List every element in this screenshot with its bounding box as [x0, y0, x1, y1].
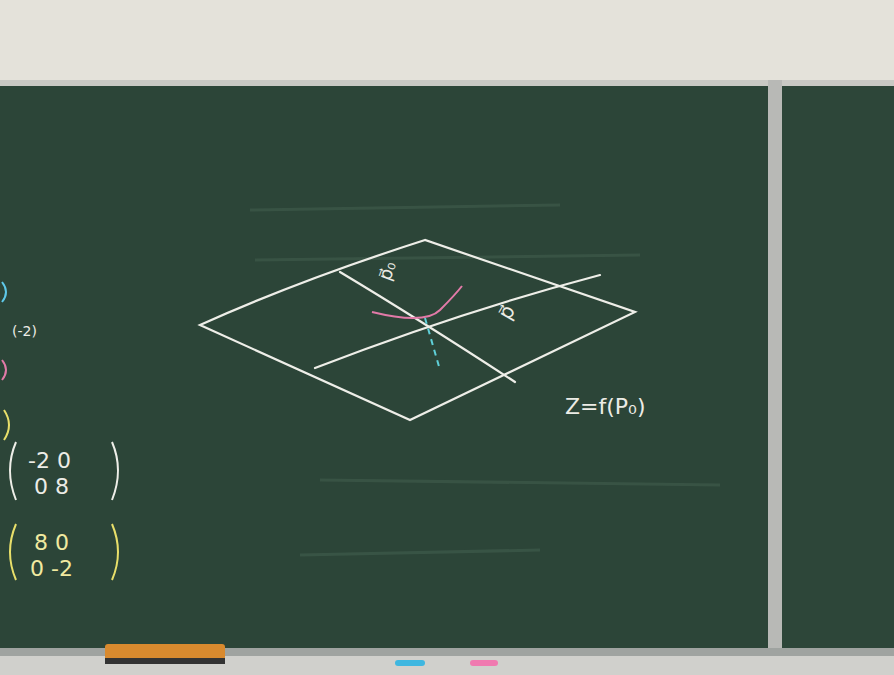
equation: Z=f(P₀): [565, 396, 646, 418]
matrix-row: -2 0: [28, 450, 71, 472]
matrix-row: 0 8: [34, 476, 69, 498]
note-value: (-2): [12, 324, 37, 338]
matrix-row: 0 -2: [30, 558, 73, 580]
matrix-row: 8 0: [34, 532, 69, 554]
